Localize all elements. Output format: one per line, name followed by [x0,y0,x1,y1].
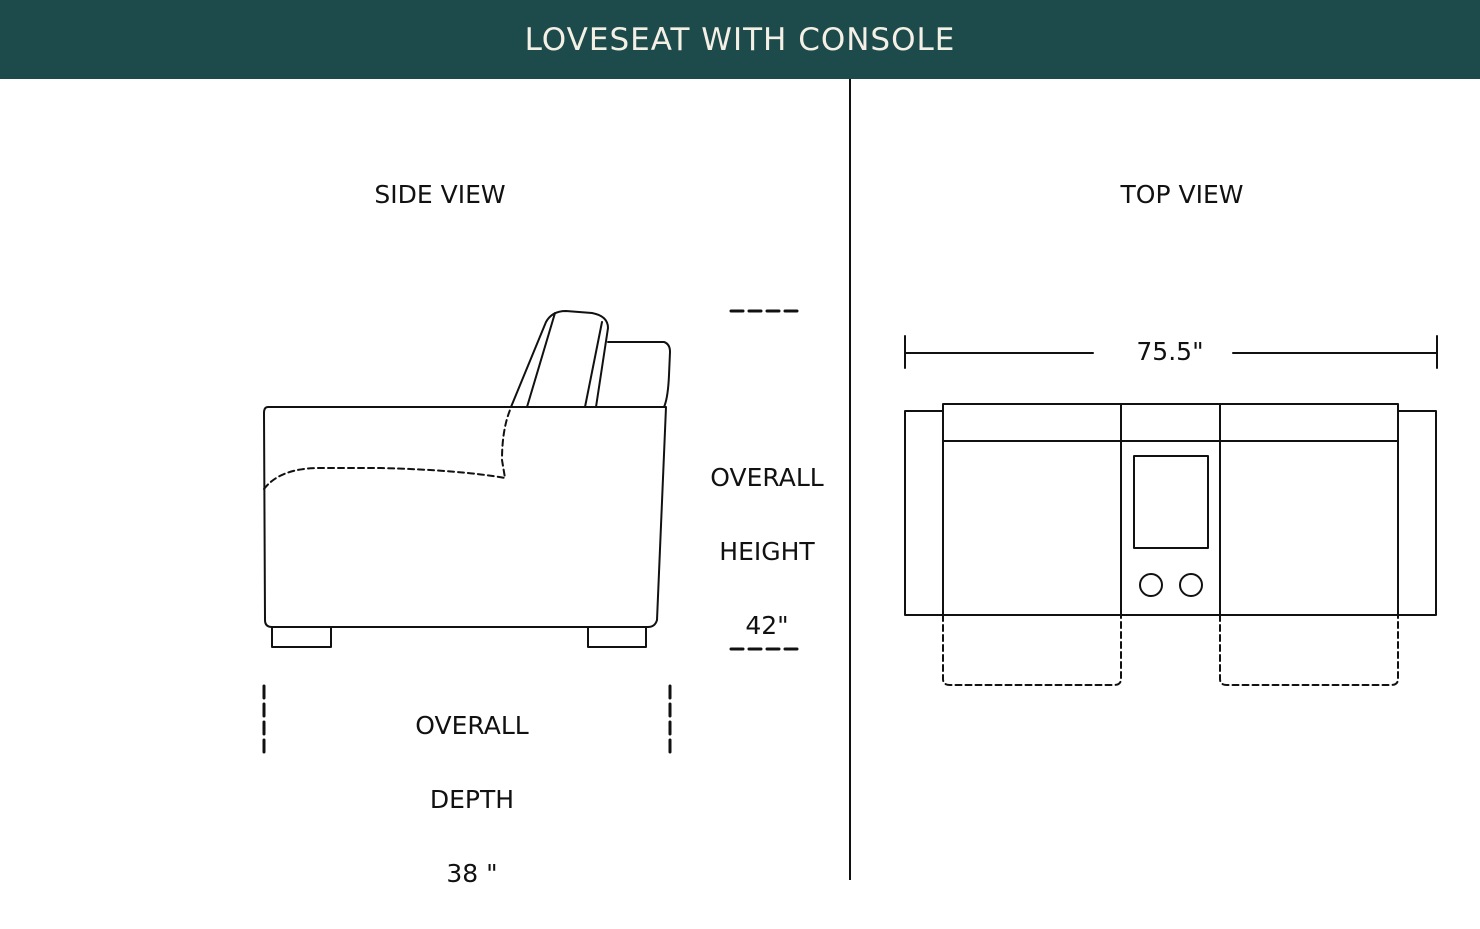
top-right-footrest-dashed [1219,614,1399,686]
side-front-foot [271,626,332,648]
top-console-lid [1133,455,1209,549]
header-bar: LOVESEAT WITH CONSOLE [0,0,1480,79]
top-view-sofa [904,403,1437,686]
page-title: LOVESEAT WITH CONSOLE [524,21,956,58]
side-back-outline [607,341,671,408]
top-view-title: TOP VIEW [1120,180,1244,209]
overall-depth-label: OVERALL DEPTH 38 " [392,670,552,929]
top-left-footrest-dashed [942,614,1122,686]
overall-depth-line1: OVERALL [415,711,529,740]
overall-width-label: 75.5" [1136,337,1204,366]
width-dimension-line [904,335,1438,369]
side-view-title: SIDE VIEW [374,180,506,209]
top-cup-holder-left [1139,573,1163,597]
side-headrest-inner-line [526,312,556,408]
top-right-arm [1397,410,1437,616]
overall-height-label: OVERALL HEIGHT 42" [687,422,847,681]
top-cup-holder-right [1179,573,1203,597]
side-view-sofa [263,310,671,648]
view-divider [849,79,851,880]
overall-height-line1: OVERALL [710,463,824,492]
overall-height-value: 42" [745,611,789,640]
side-headrest-outline [510,310,609,408]
top-body-outline [942,403,1399,616]
side-body-outline [263,406,667,628]
overall-height-line2: HEIGHT [719,537,815,566]
top-left-arm [904,410,944,616]
side-headrest-inner-line-2 [584,321,603,408]
side-seat-dashed-curve [263,409,511,490]
overall-depth-line2: DEPTH [429,785,515,814]
sofa-line-drawing [262,309,1438,756]
side-rear-foot [587,626,647,648]
